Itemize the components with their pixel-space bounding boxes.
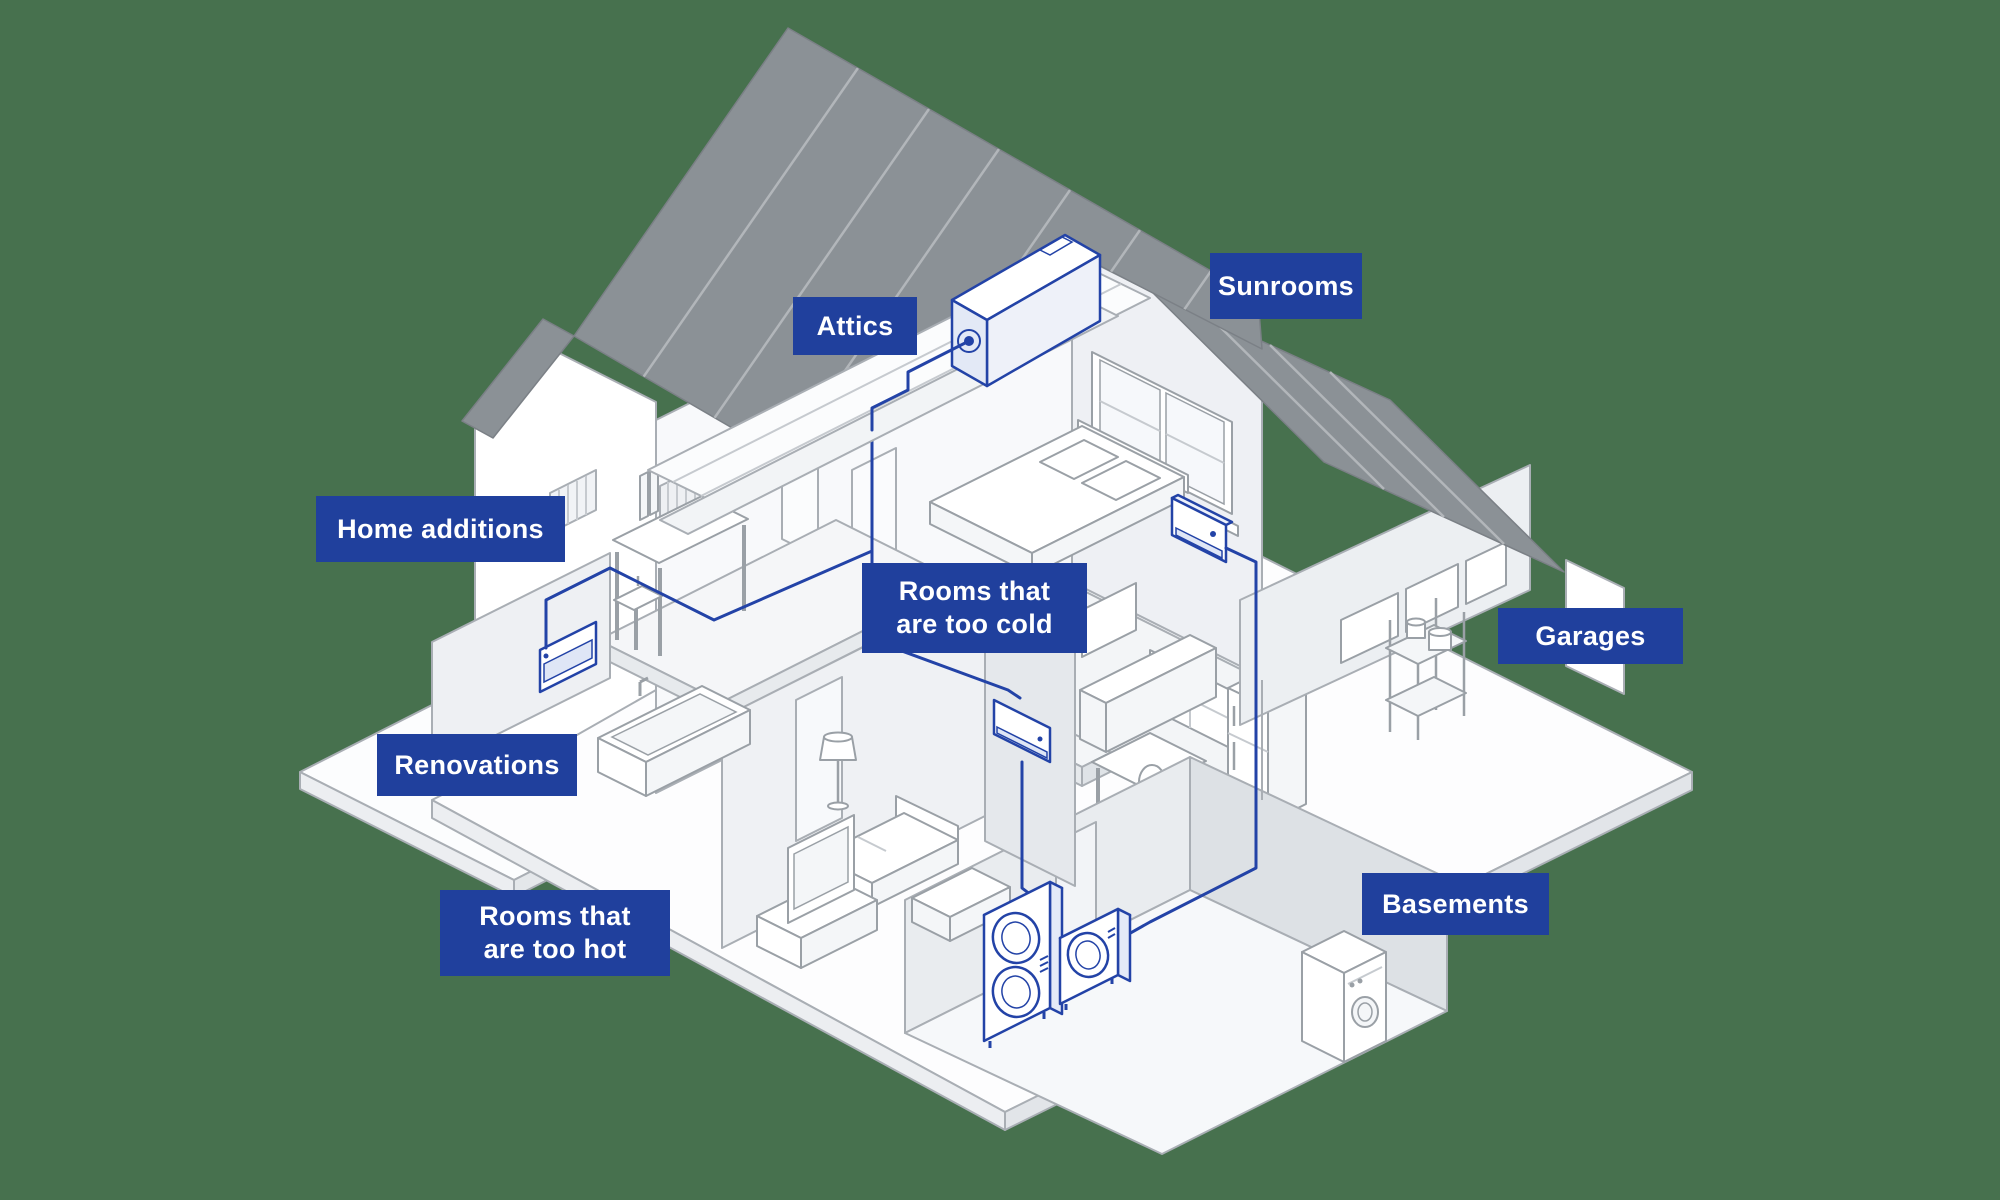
attic — [647, 233, 1151, 535]
living-room — [721, 585, 1076, 969]
book — [639, 471, 649, 521]
bed — [929, 419, 1189, 576]
bathroom — [431, 552, 751, 797]
washing-machine — [1301, 930, 1387, 1063]
kitchen-counter — [1079, 634, 1217, 753]
label-basements: Basements — [1362, 873, 1549, 935]
garage-roof — [1149, 289, 1565, 573]
ottoman — [911, 867, 1011, 942]
garage-shelf — [1385, 598, 1467, 740]
tv — [787, 814, 855, 924]
paint-cans — [1406, 617, 1452, 651]
roof-overhang — [461, 318, 575, 439]
floor-lamp — [819, 731, 857, 811]
bathroom-wall-unit — [538, 620, 598, 694]
label-home-additions: Home additions — [316, 496, 565, 562]
bedroom-console-unit — [1170, 493, 1234, 564]
bathtub — [597, 676, 751, 797]
garage-windows — [1340, 541, 1507, 664]
outdoor-heat-pump-large — [982, 880, 1064, 1048]
main-roof — [461, 27, 1263, 439]
label-renovations: Renovations — [377, 734, 577, 796]
label-rooms-too-cold: Rooms that are too cold — [862, 563, 1087, 653]
label-garages: Garages — [1498, 608, 1683, 664]
pillow — [1039, 439, 1119, 480]
sink — [613, 576, 663, 650]
garage — [1239, 464, 1625, 800]
pillow — [1081, 460, 1161, 501]
outdoor-heat-pump-small — [1058, 907, 1132, 1010]
label-attics: Attics — [793, 297, 917, 355]
attic-ducted-unit — [950, 233, 1102, 388]
label-sunrooms: Sunrooms — [1210, 253, 1362, 319]
living-door — [795, 676, 843, 842]
living-room-wall-unit — [992, 698, 1052, 764]
label-rooms-too-hot: Rooms that are too hot — [440, 890, 670, 976]
